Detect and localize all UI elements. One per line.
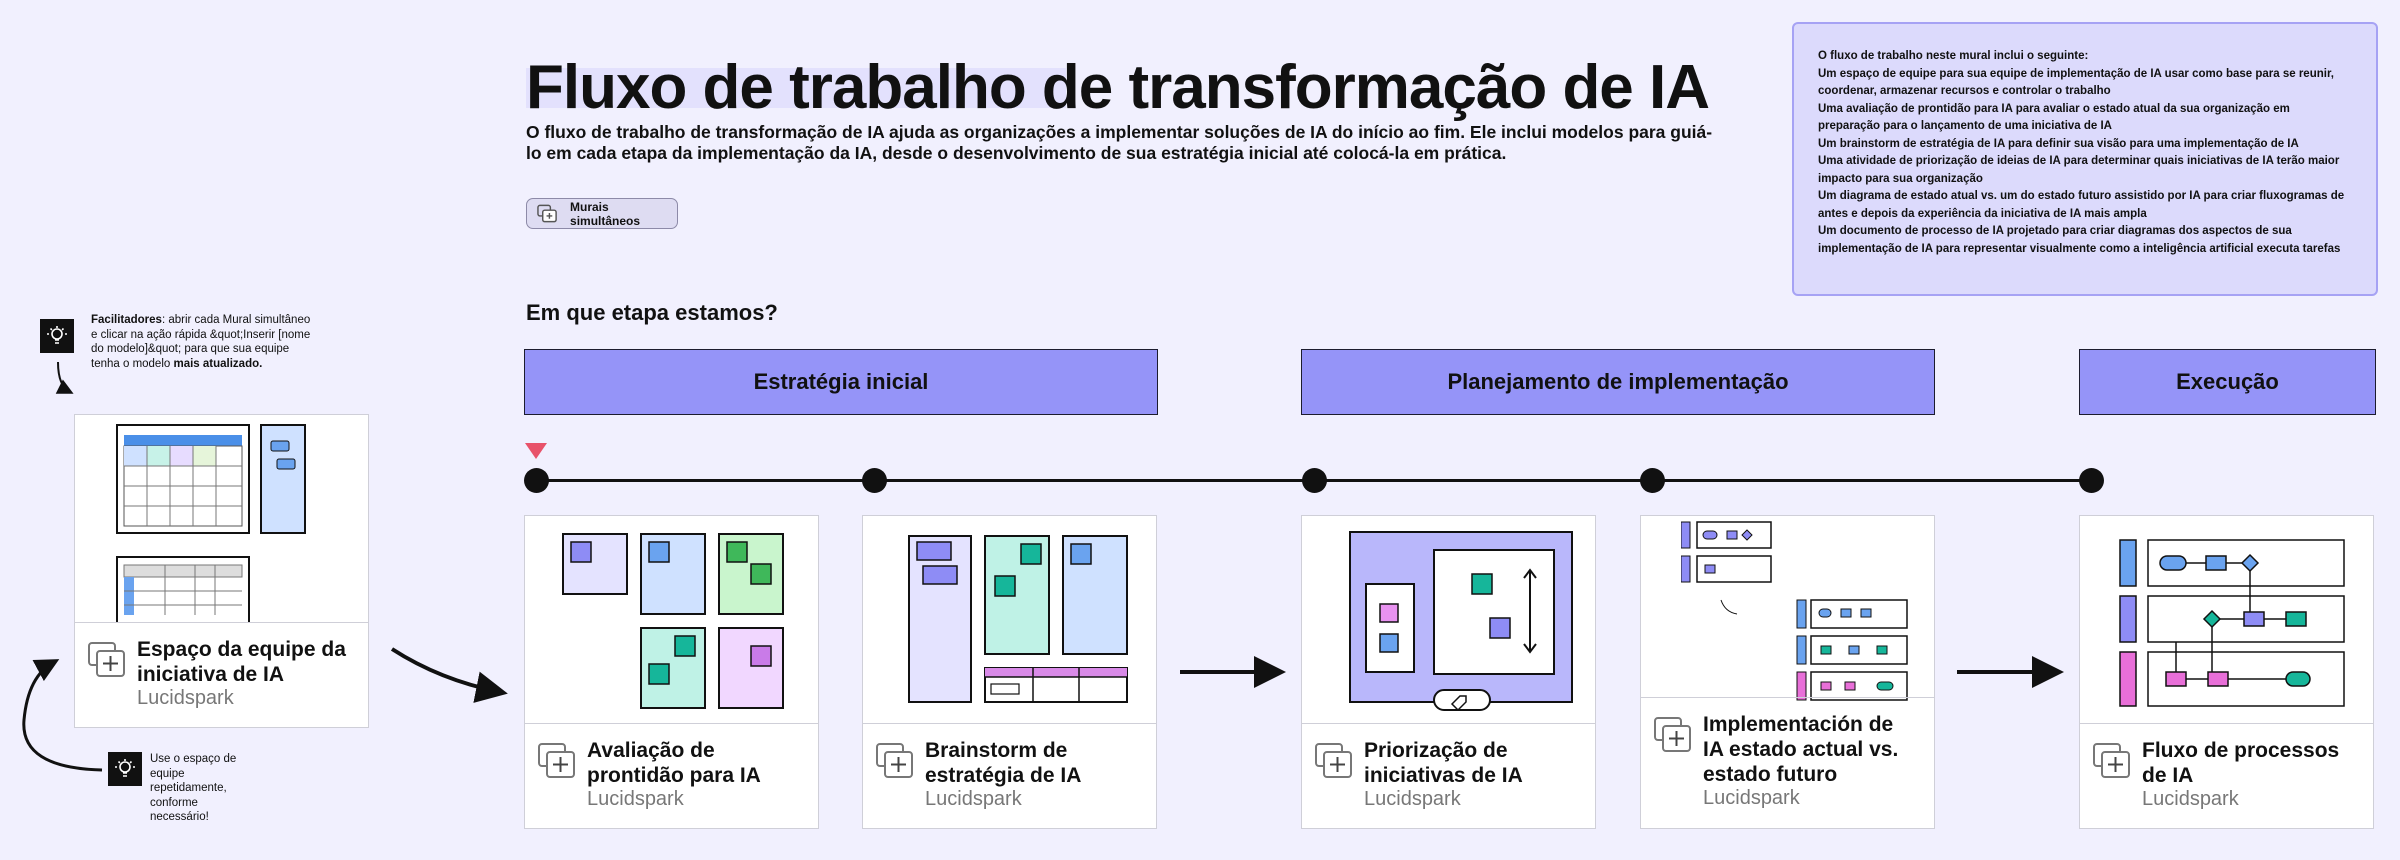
facilitator-note: Facilitadores: abrir cada Mural simultân… bbox=[91, 313, 316, 371]
card-subtitle: Lucidspark bbox=[1364, 788, 1461, 810]
timeline-node bbox=[862, 468, 887, 493]
card-footer: Avaliação de prontidão para IA Lucidspar… bbox=[525, 723, 818, 828]
card-title: Priorização de iniciativas de IA bbox=[1364, 739, 1523, 787]
card-title: Brainstorm de estratégia de IA bbox=[925, 739, 1082, 787]
copy-add-icon bbox=[1654, 717, 1691, 752]
card-footer: Brainstorm de estratégia de IA Lucidspar… bbox=[863, 723, 1156, 828]
card-subtitle: Lucidspark bbox=[925, 788, 1022, 810]
brainstorm-thumbnail bbox=[908, 535, 1128, 703]
copy-add-icon bbox=[2093, 743, 2130, 778]
prioritization-thumbnail bbox=[1349, 531, 1573, 712]
template-card-prioritization[interactable]: Priorização de iniciativas de IA Lucidsp… bbox=[1301, 515, 1596, 829]
template-card-team-space[interactable]: Espaço da equipe da iniciativa de IA Luc… bbox=[74, 414, 369, 728]
info-box: O fluxo de trabalho neste mural inclui o… bbox=[1792, 22, 2378, 296]
card-subtitle: Lucidspark bbox=[1703, 787, 1800, 809]
card-footer: Fluxo de processos de IA Lucidspark bbox=[2080, 723, 2373, 828]
card-subtitle: Lucidspark bbox=[137, 687, 234, 709]
template-card-process-flow[interactable]: Fluxo de processos de IA Lucidspark bbox=[2079, 515, 2374, 829]
timeline-node bbox=[1302, 468, 1327, 493]
template-card-readiness[interactable]: Avaliação de prontidão para IA Lucidspar… bbox=[524, 515, 819, 829]
copy-add-icon bbox=[537, 204, 557, 222]
copy-add-icon bbox=[876, 743, 913, 778]
copy-add-icon bbox=[1315, 743, 1352, 778]
info-line: Um brainstorm de estratégia de IA para d… bbox=[1818, 137, 2299, 150]
card-title: Espaço da equipe da iniciativa de IA bbox=[137, 638, 346, 686]
timeline-node bbox=[2079, 468, 2104, 493]
copy-add-icon bbox=[538, 743, 575, 778]
phase-implementation-planning: Planejamento de implementação bbox=[1301, 349, 1935, 415]
info-line: Um espaço de equipe para sua equipe de i… bbox=[1818, 67, 2334, 98]
lightbulb-icon bbox=[108, 752, 142, 786]
concurrent-murals-label: Murais simultâneos bbox=[570, 199, 641, 228]
page-title: Fluxo de trabalho de transformação de IA bbox=[526, 53, 1710, 122]
stage-question: Em que etapa estamos? bbox=[526, 300, 778, 325]
card-title: Fluxo de processos de IA bbox=[2142, 739, 2340, 787]
template-card-brainstorm[interactable]: Brainstorm de estratégia de IA Lucidspar… bbox=[862, 515, 1157, 829]
info-line: O fluxo de trabalho neste mural inclui o… bbox=[1818, 50, 2089, 62]
info-line: Uma avaliação de prontidão para IA para … bbox=[1818, 102, 2290, 133]
reuse-note: Use o espaço de equipe repetidamente, co… bbox=[150, 753, 237, 823]
facilitator-note-text: : abrir cada Mural simultâneo e clicar n… bbox=[91, 314, 311, 370]
process-flow-thumbnail bbox=[2119, 539, 2345, 707]
current-stage-marker-icon bbox=[525, 443, 547, 459]
title-highlight bbox=[526, 68, 1066, 108]
card-subtitle: Lucidspark bbox=[587, 788, 684, 810]
lightbulb-icon bbox=[40, 319, 74, 353]
card-title: Implementación de IA estado actual vs. e… bbox=[1703, 713, 1899, 786]
phase-initial-strategy: Estratégia inicial bbox=[524, 349, 1158, 415]
info-line: Um documento de processo de IA projetado… bbox=[1818, 225, 2341, 255]
info-line: Um diagrama de estado atual vs. um do es… bbox=[1818, 190, 2345, 220]
timeline-node bbox=[524, 468, 549, 493]
current-vs-future-thumbnail bbox=[1681, 521, 1908, 701]
info-line: Uma atividade de priorização de ideias d… bbox=[1818, 155, 2340, 185]
card-title: Avaliação de prontidão para IA bbox=[587, 739, 761, 787]
concurrent-murals-button[interactable]: Murais simultâneos bbox=[526, 198, 678, 229]
timeline-node bbox=[1640, 468, 1665, 493]
template-card-current-vs-future[interactable]: Implementación de IA estado actual vs. e… bbox=[1640, 515, 1935, 829]
readiness-thumbnail bbox=[562, 533, 784, 709]
card-footer: Implementación de IA estado actual vs. e… bbox=[1641, 697, 1934, 828]
card-footer: Espaço da equipe da iniciativa de IA Luc… bbox=[75, 622, 368, 727]
page-subtitle: O fluxo de trabalho de transformação de … bbox=[526, 122, 1713, 163]
copy-add-icon bbox=[88, 642, 125, 677]
facilitator-note-label: Facilitadores bbox=[91, 314, 162, 326]
card-subtitle: Lucidspark bbox=[2142, 788, 2239, 810]
facilitator-note-end: mais atualizado. bbox=[173, 357, 263, 370]
phase-execution: Execução bbox=[2079, 349, 2376, 415]
card-footer: Priorização de iniciativas de IA Lucidsp… bbox=[1302, 723, 1595, 828]
team-space-thumbnail bbox=[116, 424, 306, 623]
